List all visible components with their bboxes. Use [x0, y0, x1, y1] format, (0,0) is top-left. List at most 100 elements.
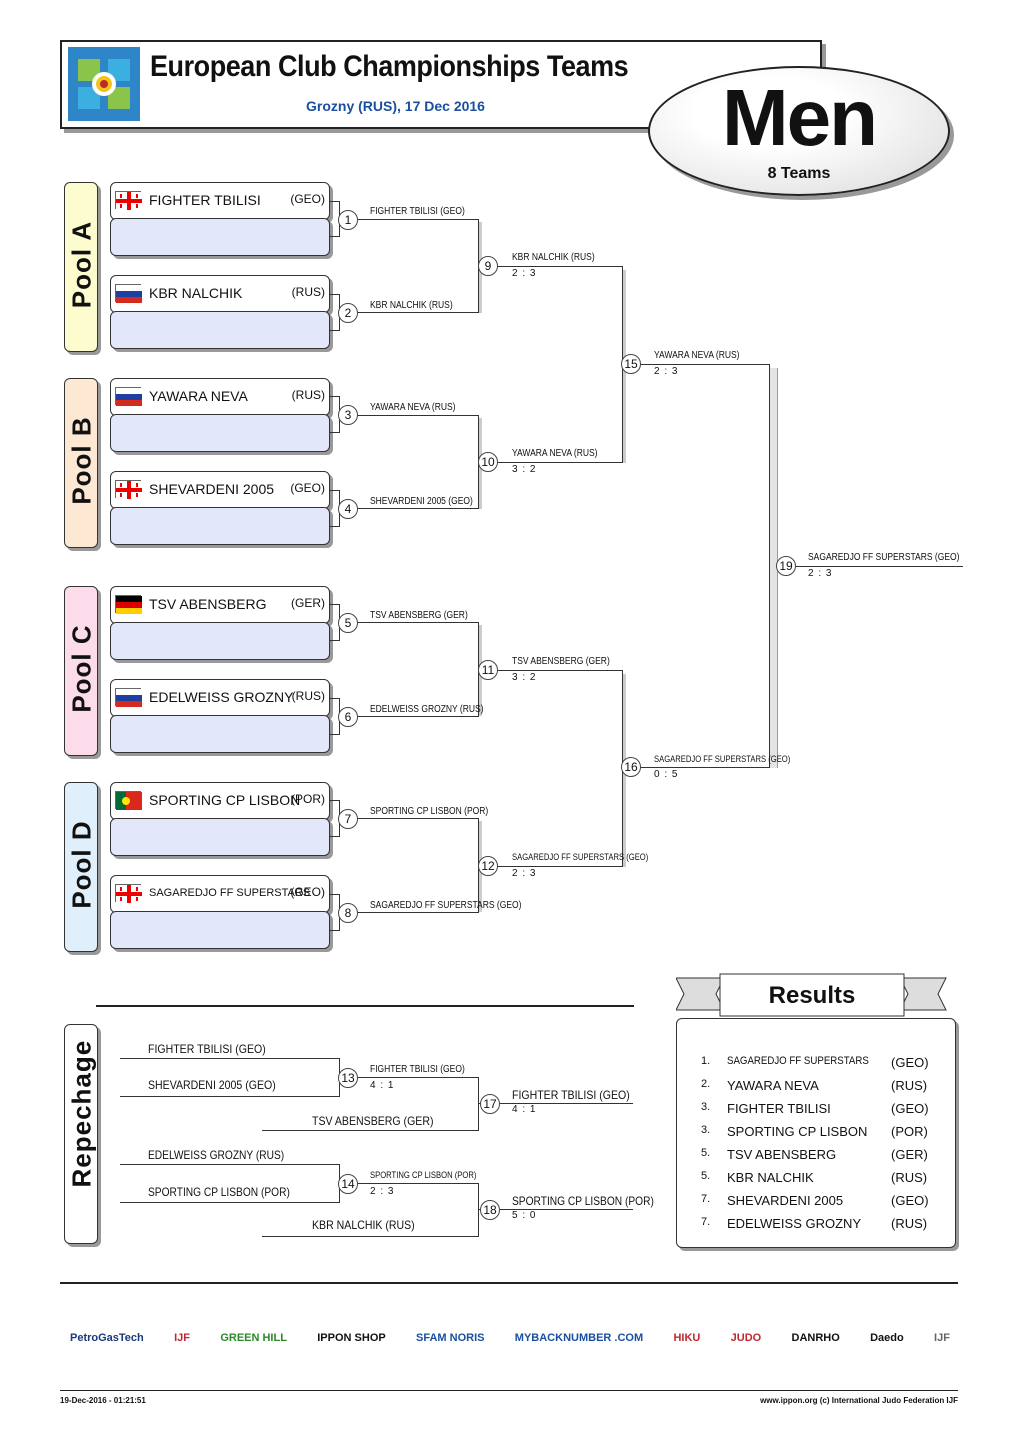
- match-number: 7: [338, 809, 358, 829]
- flag-icon: [115, 387, 142, 406]
- sponsor-logo: HIKU: [673, 1332, 701, 1344]
- team-members-box: [110, 218, 330, 256]
- match-number: 17: [480, 1094, 500, 1114]
- pool-a-bar: Pool A: [64, 182, 98, 352]
- team-box: YAWARA NEVA(RUS): [110, 378, 330, 416]
- flag-icon: [115, 595, 142, 614]
- result-rank: 3.: [701, 1101, 711, 1113]
- team-members-box: [110, 818, 330, 856]
- sponsor-logo: DANRHO: [791, 1332, 840, 1344]
- match-number: 16: [621, 757, 641, 777]
- flag-icon: [115, 191, 142, 210]
- flag-icon: [115, 688, 142, 707]
- match-number: 9: [478, 256, 498, 276]
- results-box: 1.SAGAREDJO FF SUPERSTARS(GEO)2.YAWARA N…: [676, 1018, 956, 1248]
- team-members-box: [110, 507, 330, 545]
- match-score: 2 : 3: [370, 1186, 395, 1197]
- result-team: TSV ABENSBERG: [727, 1147, 837, 1162]
- match-winner: FIGHTER TBILISI (GEO): [370, 206, 465, 217]
- match-number: 11: [478, 660, 498, 680]
- result-nation: (RUS): [891, 1078, 928, 1093]
- team-box: KBR NALCHIK (RUS): [110, 275, 330, 313]
- result-rank: 1.: [701, 1055, 711, 1067]
- pool-c-bar: Pool C: [64, 586, 98, 756]
- team-name: SAGAREDJO FF SUPERSTARS: [149, 887, 311, 899]
- pool-d-label: Pool D: [66, 820, 97, 909]
- match-winner: KBR NALCHIK (RUS): [370, 300, 453, 311]
- repechage-entry: KBR NALCHIK (RUS): [312, 1218, 415, 1232]
- repechage-entry: SPORTING CP LISBON (POR): [148, 1185, 290, 1199]
- match-score: 2 : 3: [654, 366, 679, 377]
- pool-b-bar: Pool B: [64, 378, 98, 548]
- sponsor-logo: JUDO: [730, 1332, 762, 1344]
- match-number: 8: [338, 903, 358, 923]
- sponsor-logo: MYBACKNUMBER .COM: [514, 1332, 644, 1344]
- team-box: SHEVARDENI 2005 (GEO): [110, 471, 330, 509]
- result-team: EDELWEISS GROZNY: [727, 1216, 862, 1231]
- team-members-box: [110, 911, 330, 949]
- result-nation: (RUS): [891, 1216, 928, 1231]
- page-title: European Club Championships Teams: [150, 50, 629, 83]
- team-box: SPORTING CP LISBON(POR): [110, 782, 330, 820]
- match-number: 13: [338, 1068, 358, 1088]
- team-name: KBR NALCHIK: [149, 285, 243, 301]
- match-winner: SPORTING CP LISBON (POR): [512, 1194, 654, 1208]
- match-number: 19: [776, 556, 796, 576]
- result-nation: (GER): [891, 1147, 928, 1162]
- team-nation: (GEO): [290, 481, 325, 495]
- result-nation: (POR): [891, 1124, 928, 1139]
- team-members-box: [110, 414, 330, 452]
- match-number: 10: [478, 452, 498, 472]
- team-nation: (RUS): [291, 285, 325, 299]
- match-score: 2 : 3: [808, 568, 833, 579]
- match-number: 3: [338, 405, 358, 425]
- repechage-entry: TSV ABENSBERG (GER): [312, 1114, 434, 1128]
- pool-b-label: Pool B: [66, 416, 97, 505]
- match-number: 4: [338, 499, 358, 519]
- match-score: 2 : 3: [512, 268, 537, 279]
- team-nation: (POR): [291, 792, 325, 806]
- match-winner: YAWARA NEVA (RUS): [370, 402, 456, 413]
- sponsor-logo: SFAM NORIS: [416, 1332, 485, 1344]
- pool-a-label: Pool A: [66, 220, 97, 309]
- match-winner: KBR NALCHIK (RUS): [512, 252, 595, 263]
- sponsor-logo: PetroGasTech: [70, 1332, 144, 1344]
- match-winner: SAGAREDJO FF SUPERSTARS (GEO): [654, 754, 791, 764]
- match-number: 15: [621, 354, 641, 374]
- result-team: YAWARA NEVA: [727, 1078, 819, 1093]
- match-number: 14: [338, 1174, 358, 1194]
- team-nation: (GER): [291, 596, 325, 610]
- team-members-box: [110, 715, 330, 753]
- team-name: FIGHTER TBILISI: [149, 192, 261, 208]
- result-team: KBR NALCHIK: [727, 1170, 814, 1185]
- result-team: SAGAREDJO FF SUPERSTARS: [727, 1055, 869, 1067]
- match-number: 12: [478, 856, 498, 876]
- result-nation: (GEO): [891, 1055, 929, 1070]
- category-title: Men: [722, 73, 878, 162]
- match-winner: SAGAREDJO FF SUPERSTARS (GEO): [370, 900, 522, 911]
- flag-icon: [115, 284, 142, 303]
- results-ribbon: [675, 972, 948, 1024]
- result-rank: 3.: [701, 1124, 711, 1136]
- repechage-bar: Repechage: [64, 1024, 98, 1244]
- results-title: Results: [768, 982, 856, 1009]
- repechage-label: Repechage: [66, 1039, 97, 1188]
- team-name: SHEVARDENI 2005: [149, 481, 275, 497]
- match-score: 3 : 2: [512, 672, 537, 683]
- flag-icon: [115, 884, 142, 903]
- match-score: 0 : 5: [654, 769, 679, 780]
- match-number: 1: [338, 210, 358, 230]
- match-score: 3 : 2: [512, 464, 537, 475]
- pool-d-bar: Pool D: [64, 782, 98, 952]
- sponsor-logo: Daedo: [870, 1332, 904, 1344]
- match-score: 4 : 1: [370, 1080, 395, 1091]
- match-winner: YAWARA NEVA (RUS): [654, 350, 740, 361]
- team-nation: (GEO): [290, 885, 325, 899]
- match-winner: SPORTING CP LISBON (POR): [370, 1170, 477, 1180]
- team-name: EDELWEISS GROZNY: [149, 689, 294, 705]
- team-name: SPORTING CP LISBON: [149, 792, 301, 808]
- pool-c-label: Pool C: [66, 624, 97, 713]
- match-winner: SAGAREDJO FF SUPERSTARS (GEO): [512, 852, 649, 862]
- result-rank: 5.: [701, 1147, 711, 1159]
